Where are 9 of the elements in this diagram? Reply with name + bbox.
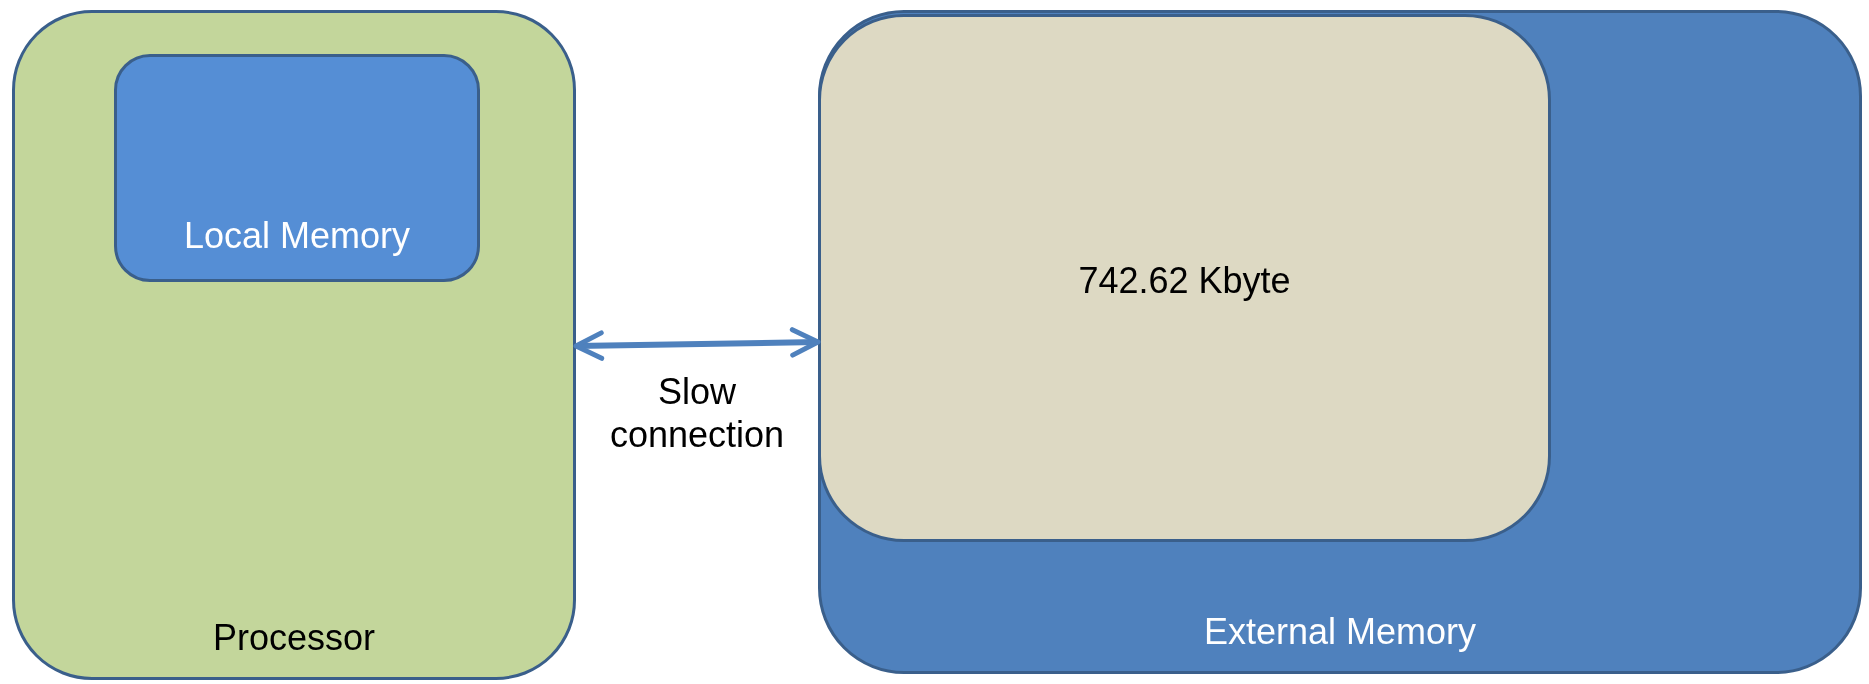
box-label: Processor <box>212 615 376 659</box>
box-label: Local Memory <box>183 213 411 257</box>
block-box <box>12 10 576 680</box>
box-label: 742.62 Kbyte <box>1078 259 1291 303</box>
box-label: External Memory <box>1203 609 1477 653</box>
double-arrow <box>573 327 821 361</box>
inner-box <box>114 54 480 282</box>
inner-box <box>818 14 1551 542</box>
block-box <box>818 10 1862 674</box>
